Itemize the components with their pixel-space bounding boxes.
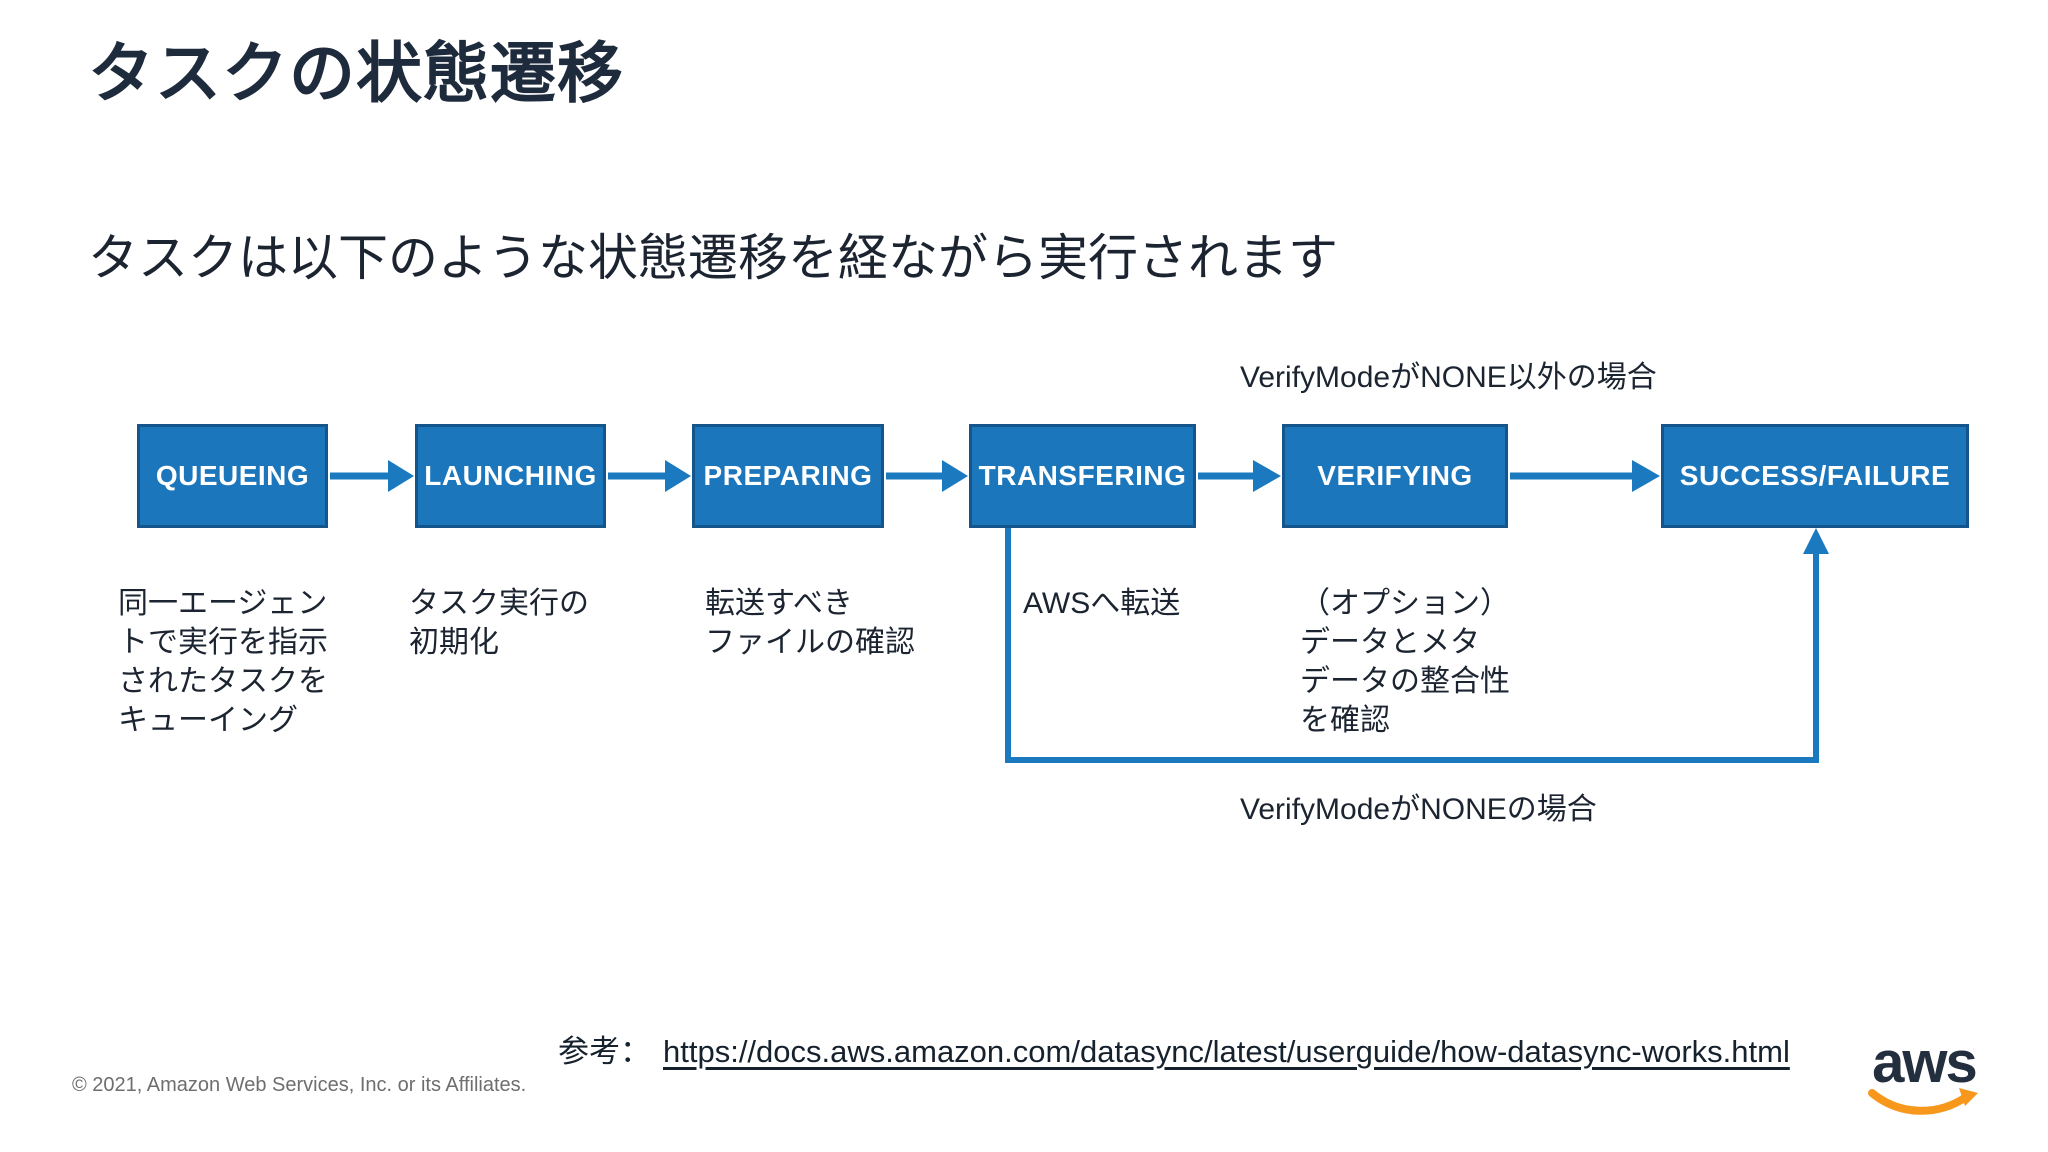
stage-box-transfering: TRANSFERING <box>969 424 1196 528</box>
stage-box-queueing: QUEUEING <box>137 424 328 528</box>
stage-label: PREPARING <box>703 460 873 491</box>
copyright-text: © 2021, Amazon Web Services, Inc. or its… <box>72 1074 527 1096</box>
stage-description-verifying: （オプション） データとメタ データの整合性 を確認 <box>1300 587 1510 737</box>
reference-link[interactable]: https://docs.aws.amazon.com/datasync/lat… <box>663 1034 1790 1069</box>
stage-box-success-failure: SUCCESS/FAILURE <box>1661 424 1969 528</box>
stage-box-launching: LAUNCHING <box>415 424 606 528</box>
slide-subtitle: タスクは以下のような状態遷移を経ながら実行されます <box>88 230 1338 286</box>
stage-label: LAUNCHING <box>424 460 597 491</box>
stage-label: SUCCESS/FAILURE <box>1679 460 1951 491</box>
reference-label: 参考： <box>558 1034 651 1069</box>
aws-logo: aws <box>1866 1034 1982 1122</box>
stage-description-launching: タスク実行の 初期化 <box>409 587 589 659</box>
note-verifymode-none: VerifyModeがNONEの場合 <box>1240 793 1597 826</box>
stage-description-queueing: 同一エージェン トで実行を指示 されたタスクを キューイング <box>118 587 328 737</box>
stage-label: TRANSFERING <box>978 460 1187 491</box>
reference-row: 参考： https://docs.aws.amazon.com/datasync… <box>558 1026 1790 1071</box>
stage-description-preparing: 転送すべき ファイルの確認 <box>705 587 915 659</box>
stage-box-verifying: VERIFYING <box>1282 424 1508 528</box>
aws-smile-icon <box>1868 1088 1978 1115</box>
stage-label: QUEUEING <box>155 460 310 491</box>
stage-description-transfering: AWSへ転送 <box>1023 587 1181 620</box>
stage-label: VERIFYING <box>1317 460 1473 491</box>
stage-box-preparing: PREPARING <box>692 424 884 528</box>
page-title: タスクの状態遷移 <box>88 36 624 110</box>
aws-logo-wordmark: aws <box>1872 1030 1978 1095</box>
note-verifymode-not-none: VerifyModeがNONE以外の場合 <box>1240 361 1657 394</box>
